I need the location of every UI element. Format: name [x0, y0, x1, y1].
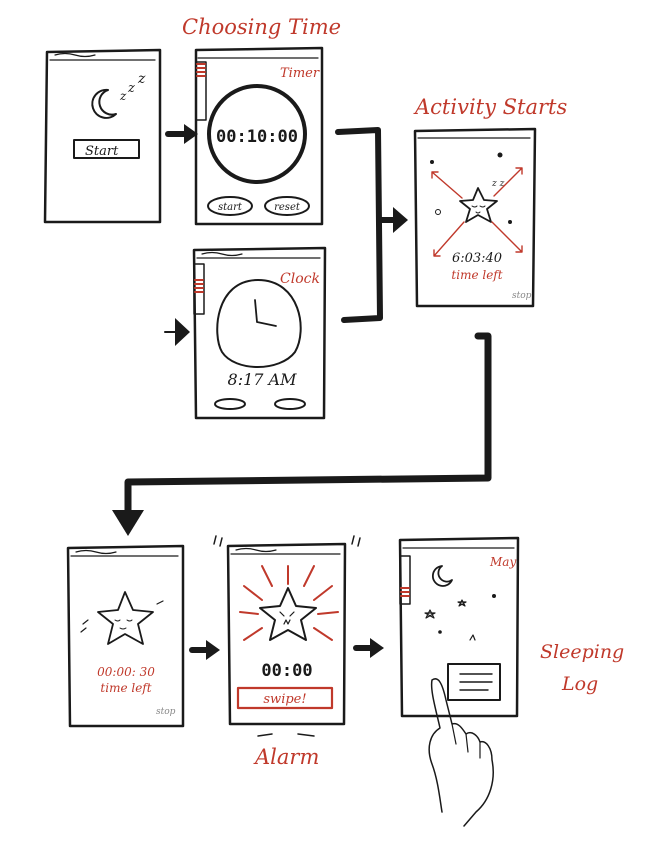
log-scrollbar[interactable]	[399, 555, 411, 605]
timer-reset-label: reset	[274, 202, 301, 213]
heading-sleeping-log-line2: Log	[561, 673, 598, 695]
screen-clock: Clock 8:17 AM	[192, 246, 327, 420]
home-start-button[interactable]	[73, 139, 140, 159]
activity-caption: time left	[451, 268, 502, 282]
heading-activity-starts: Activity Starts	[413, 95, 567, 119]
arrow-ending-to-alarm	[189, 640, 220, 660]
clock-face-icon	[216, 279, 302, 368]
alarm-star-icon	[259, 587, 317, 641]
alarm-swipe-button[interactable]	[236, 686, 334, 710]
arrow-home-to-timer	[165, 124, 198, 144]
arrow-into-clock	[164, 318, 190, 346]
log-moon-icon	[431, 565, 453, 587]
timer-start-label: start	[218, 202, 243, 213]
timer-start-button[interactable]	[207, 196, 253, 216]
heading-choosing-time: Choosing Time	[182, 15, 341, 39]
clock-left-button[interactable]	[214, 398, 246, 410]
screen-home: z z z Start	[43, 48, 162, 224]
hand-pointer-icon	[428, 678, 494, 827]
home-start-label: Start	[85, 144, 119, 159]
timer-dial	[207, 84, 307, 184]
svg-text:z: z	[127, 81, 135, 96]
timer-scrollbar[interactable]	[195, 61, 207, 121]
heading-alarm: Alarm	[253, 745, 319, 769]
activity-countdown: 6:03:40	[452, 251, 502, 266]
timer-tab-label[interactable]: Timer	[280, 66, 320, 81]
log-entry-card[interactable]	[447, 663, 501, 701]
ending-stop-button[interactable]: stop	[156, 707, 176, 717]
connector-to-ending	[112, 332, 492, 536]
svg-text:z: z	[119, 89, 127, 103]
clock-time: 8:17 AM	[228, 370, 298, 389]
screen-ending: 00:00: 30 time left stop	[66, 544, 185, 728]
heading-sleeping-log-line1: Sleeping	[540, 641, 624, 663]
screen-activity: z z 6:03:40 time left stop	[413, 127, 537, 308]
screen-log: May	[398, 536, 520, 827]
moon-zzz-icon: z z z	[91, 71, 146, 119]
arrow-alarm-to-log	[353, 638, 384, 658]
clock-right-button[interactable]	[274, 398, 306, 410]
alarm-rays	[239, 565, 339, 641]
svg-text:z z: z z	[491, 179, 505, 189]
activity-stop-button[interactable]: stop	[512, 291, 532, 301]
clock-scrollbar[interactable]	[193, 263, 205, 315]
sleepy-star-icon	[80, 591, 164, 645]
timer-reset-button[interactable]	[264, 196, 310, 216]
sleepy-star-icon: z z	[459, 179, 505, 223]
bracket-to-activity	[335, 127, 408, 323]
ending-caption: time left	[100, 681, 151, 695]
log-tab-label[interactable]: May	[489, 555, 516, 569]
clock-tab-label[interactable]: Clock	[280, 271, 320, 287]
alarm-swipe-label: swipe!	[263, 692, 306, 707]
ending-countdown: 00:00: 30	[97, 665, 155, 679]
screen-alarm: 00:00 swipe!	[213, 535, 361, 737]
svg-text:z: z	[137, 71, 146, 87]
timer-time: 00:10:00	[216, 127, 298, 147]
screen-timer: Timer 00:10:00 start reset	[194, 46, 324, 226]
alarm-time: 00:00	[261, 661, 312, 681]
